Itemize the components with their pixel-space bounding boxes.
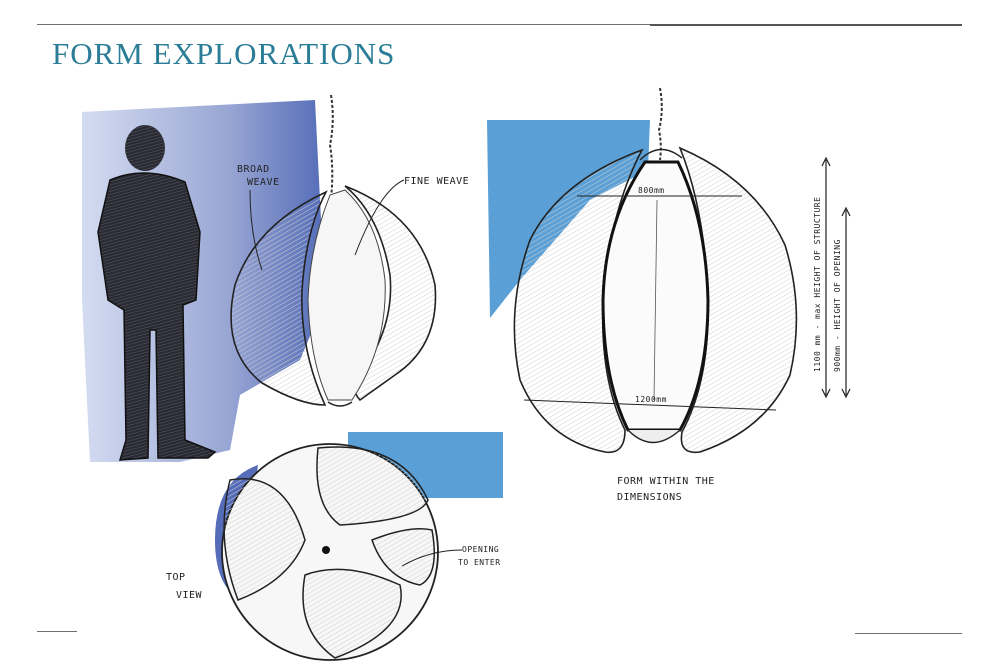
top-rule-accent	[650, 24, 962, 26]
opening-leader	[401, 549, 463, 567]
label-fine-weave: FINE WEAVE	[404, 176, 469, 187]
pod-right-shell	[344, 185, 437, 402]
human-silhouette	[97, 125, 217, 461]
top-lobe-2	[223, 478, 306, 601]
hanging-chain	[328, 94, 334, 199]
label-broad-weave-2: WEAVE	[247, 177, 280, 188]
bottom-width-line	[523, 399, 777, 411]
hanging-chain-right	[657, 87, 663, 161]
top-lobe-4	[371, 528, 435, 586]
broad-weave-leader	[249, 189, 263, 271]
opening-label-2: TO ENTER	[458, 558, 501, 567]
fine-weave-leader	[354, 179, 405, 256]
elevation-sketch: BROAD WEAVE FINE WEAVE	[82, 94, 469, 462]
top-view-label-2: VIEW	[176, 590, 203, 601]
top-lobe-3	[302, 568, 402, 659]
caption-line-2: DIMENSIONS	[617, 492, 682, 503]
label-broad-weave-1: BROAD	[237, 164, 270, 175]
label-top-width: 800mm	[638, 186, 665, 195]
top-view-label-1: TOP	[166, 572, 186, 583]
top-view-sketch: TOP VIEW OPENING TO ENTER	[166, 432, 503, 661]
center-axis	[653, 199, 658, 401]
pod-inner-fine-weave	[307, 189, 386, 401]
top-lobe-1	[316, 446, 429, 526]
top-view-center	[322, 546, 330, 554]
opening-label-1: OPENING	[462, 545, 499, 554]
pod-left-shell	[230, 190, 328, 406]
bottom-rule-right	[855, 633, 962, 634]
label-max-height: 1100 mm - max HEIGHT OF STRUCTURE	[813, 197, 822, 372]
top-rule	[37, 24, 962, 25]
page-title: FORM EXPLORATIONS	[52, 36, 396, 71]
label-opening-height: 900mm - HEIGHT OF OPENING	[833, 239, 842, 372]
bottom-rule-left	[37, 631, 77, 632]
dimensioned-sketch: 800mm 1200mm 1100 mm - max HEIGHT OF STR…	[487, 87, 851, 503]
caption-line-1: FORM WITHIN THE	[617, 476, 715, 487]
label-bottom-width: 1200mm	[635, 395, 667, 404]
